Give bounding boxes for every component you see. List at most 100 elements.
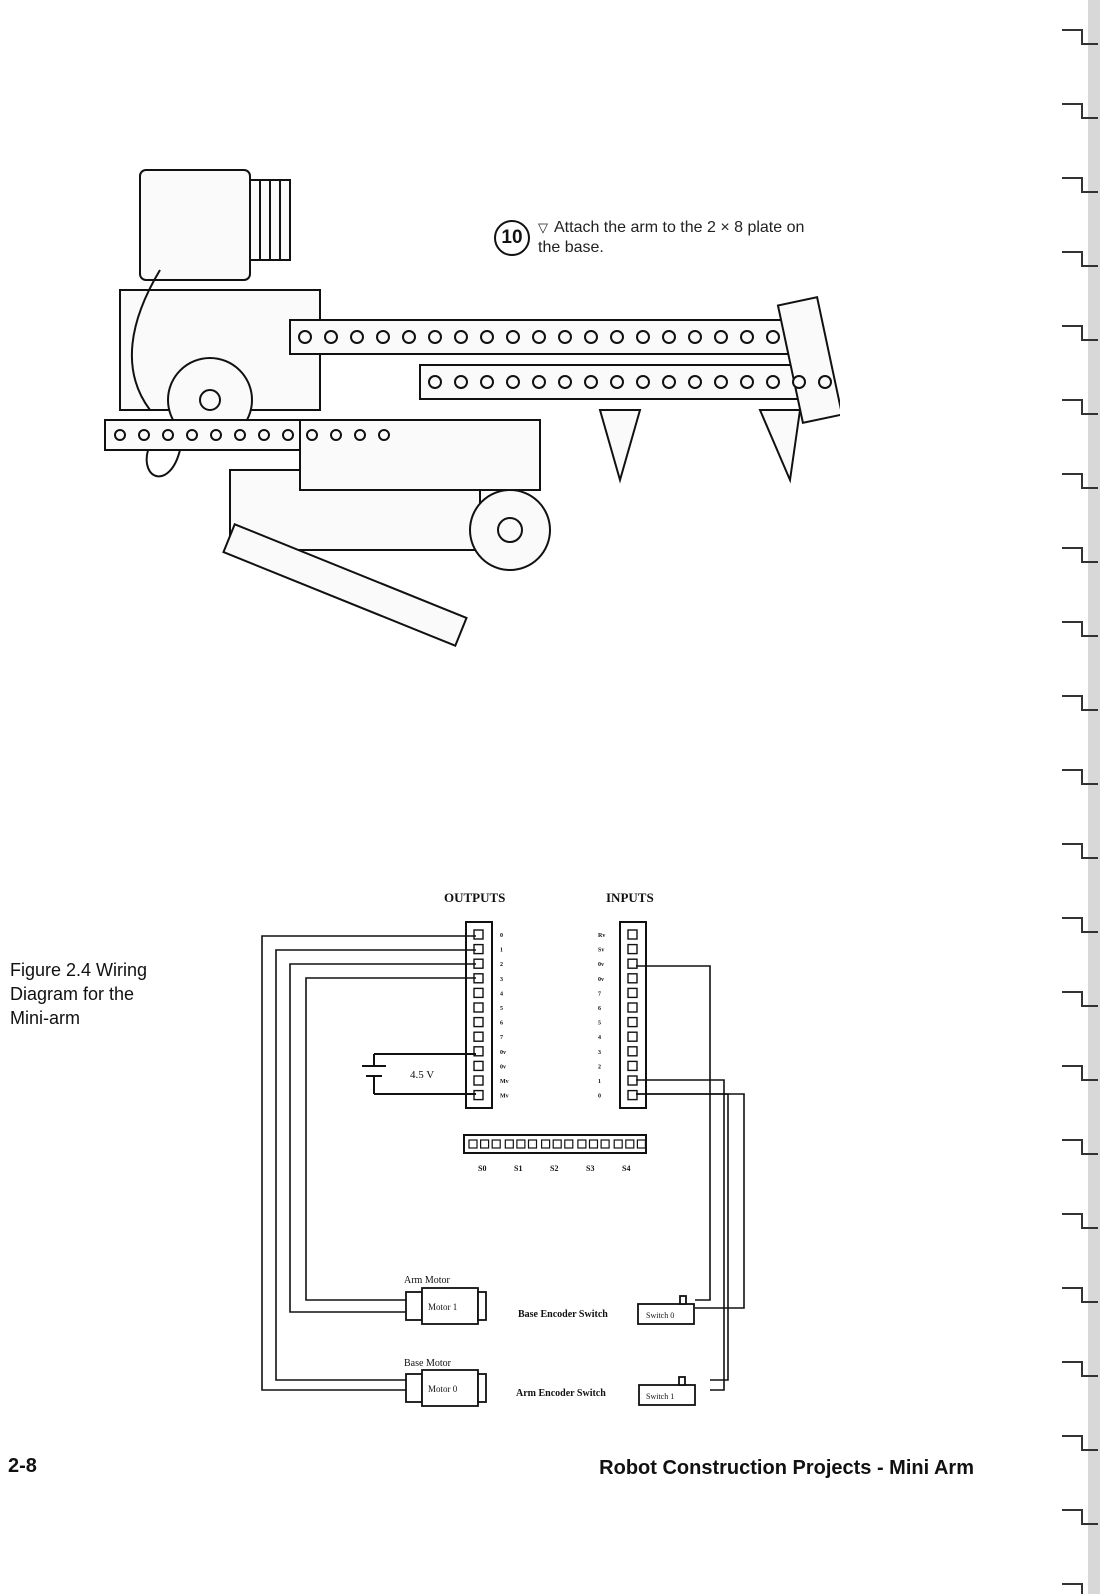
step-instruction-text: Attach the arm to the 2 × 8 plate on the… xyxy=(538,219,805,256)
binding-coil xyxy=(1062,1287,1098,1303)
connector-pin xyxy=(627,1002,638,1013)
beam-hole xyxy=(740,375,754,389)
connector-pin xyxy=(627,987,638,999)
beam-hole xyxy=(662,330,676,344)
sensor-label: S1 xyxy=(514,1164,522,1173)
sensor-pin xyxy=(491,1139,501,1149)
switch-0-label: Switch 0 xyxy=(646,1311,674,1320)
pin-label: Sv xyxy=(598,948,604,954)
binding-coil xyxy=(1062,251,1098,267)
beam-hole xyxy=(818,375,832,389)
beam-hole xyxy=(234,429,246,441)
pin-label: Rv xyxy=(598,933,605,939)
beam-hole xyxy=(584,330,598,344)
step-number: 10 xyxy=(494,220,530,256)
connector-pin xyxy=(627,1031,638,1042)
beam-hole xyxy=(532,330,546,344)
motor-0-label: Motor 0 xyxy=(428,1384,458,1394)
sensor-pin xyxy=(636,1139,646,1149)
connector-pin xyxy=(627,1060,638,1072)
pin-label: 2 xyxy=(598,1064,601,1070)
beam-hole xyxy=(636,330,650,344)
binding-coil xyxy=(1062,325,1098,341)
beam-hole xyxy=(282,429,294,441)
motor-1-label: Motor 1 xyxy=(428,1302,457,1312)
binding-coil xyxy=(1062,29,1098,45)
beam-hole xyxy=(688,330,702,344)
pin-label: 5 xyxy=(598,1021,601,1027)
connector-pin xyxy=(473,1002,484,1013)
switch-0-symbol xyxy=(637,1295,695,1325)
pin-label: 4 xyxy=(500,991,503,997)
sensor-label: S2 xyxy=(550,1164,558,1173)
beam-hole xyxy=(454,330,468,344)
pin-label: 3 xyxy=(598,1050,601,1056)
binding-coil xyxy=(1062,177,1098,193)
sensor-connector-strip xyxy=(463,1134,647,1154)
switch-1-label: Switch 1 xyxy=(646,1392,674,1401)
binding-coil xyxy=(1062,547,1098,563)
connector-pin xyxy=(473,943,484,955)
beam-hole xyxy=(766,375,780,389)
connector-pin xyxy=(473,1075,484,1086)
connector-pin xyxy=(627,958,638,969)
pin-label: 0v xyxy=(598,977,604,983)
sensor-pin xyxy=(541,1139,551,1149)
pin-label: 0v xyxy=(500,1050,506,1056)
beam-hole xyxy=(162,429,174,441)
pin-label: 4 xyxy=(598,1035,601,1041)
beam-hole xyxy=(350,330,364,344)
sensor-label: S3 xyxy=(586,1164,594,1173)
connector-pin xyxy=(627,943,638,955)
connector-pin xyxy=(473,1089,484,1101)
binding-coil xyxy=(1062,399,1098,415)
pin-label: 5 xyxy=(500,1006,503,1012)
beam-hole xyxy=(662,375,676,389)
pin-label: 6 xyxy=(598,1006,601,1012)
beam-hole xyxy=(354,429,366,441)
beam-hole xyxy=(258,429,270,441)
pin-label: 0v xyxy=(598,962,604,968)
beam-hole xyxy=(306,429,318,441)
base-encoder-switch-label: Base Encoder Switch xyxy=(518,1309,608,1320)
beam-hole xyxy=(714,375,728,389)
page-number: 2-8 xyxy=(8,1455,37,1477)
connector-pin xyxy=(627,1075,638,1086)
beam-hole xyxy=(454,375,468,389)
pin-label: Mv xyxy=(500,1094,509,1100)
sensor-pin xyxy=(552,1139,562,1149)
binding-coil xyxy=(1062,843,1098,859)
sensor-pin xyxy=(527,1139,538,1149)
beam-hole xyxy=(186,429,198,441)
beam-hole xyxy=(428,375,442,389)
beam-hole xyxy=(558,375,572,389)
binding-coil xyxy=(1062,103,1098,119)
mini-arm-assembly-illustration xyxy=(104,169,840,648)
beam-hole xyxy=(480,375,494,389)
connector-pin xyxy=(473,987,484,999)
spiral-binding xyxy=(1062,0,1100,1594)
beam-hole xyxy=(610,375,624,389)
outputs-connector xyxy=(465,921,493,1109)
beam-hole xyxy=(688,375,702,389)
connector-pin xyxy=(473,1016,484,1028)
connector-pin xyxy=(627,1089,638,1101)
inputs-connector xyxy=(619,921,647,1109)
motor-1-symbol xyxy=(405,1287,487,1325)
beam-hole xyxy=(532,375,546,389)
arm-motor-label: Arm Motor xyxy=(404,1275,451,1286)
battery-voltage-label: 4.5 V xyxy=(410,1069,434,1081)
sensor-pin xyxy=(516,1139,526,1149)
beam-hole xyxy=(714,330,728,344)
connector-pin xyxy=(627,973,638,984)
connector-pin xyxy=(627,1016,638,1028)
footer-title: Robot Construction Projects - Mini Arm xyxy=(599,1457,974,1479)
connector-pin xyxy=(627,1046,638,1057)
beam-hole xyxy=(766,330,780,344)
beam-hole xyxy=(740,330,754,344)
sensor-pin xyxy=(625,1139,635,1149)
binding-coil xyxy=(1062,1583,1083,1594)
beam-hole xyxy=(114,429,126,441)
beam-hole xyxy=(402,330,416,344)
